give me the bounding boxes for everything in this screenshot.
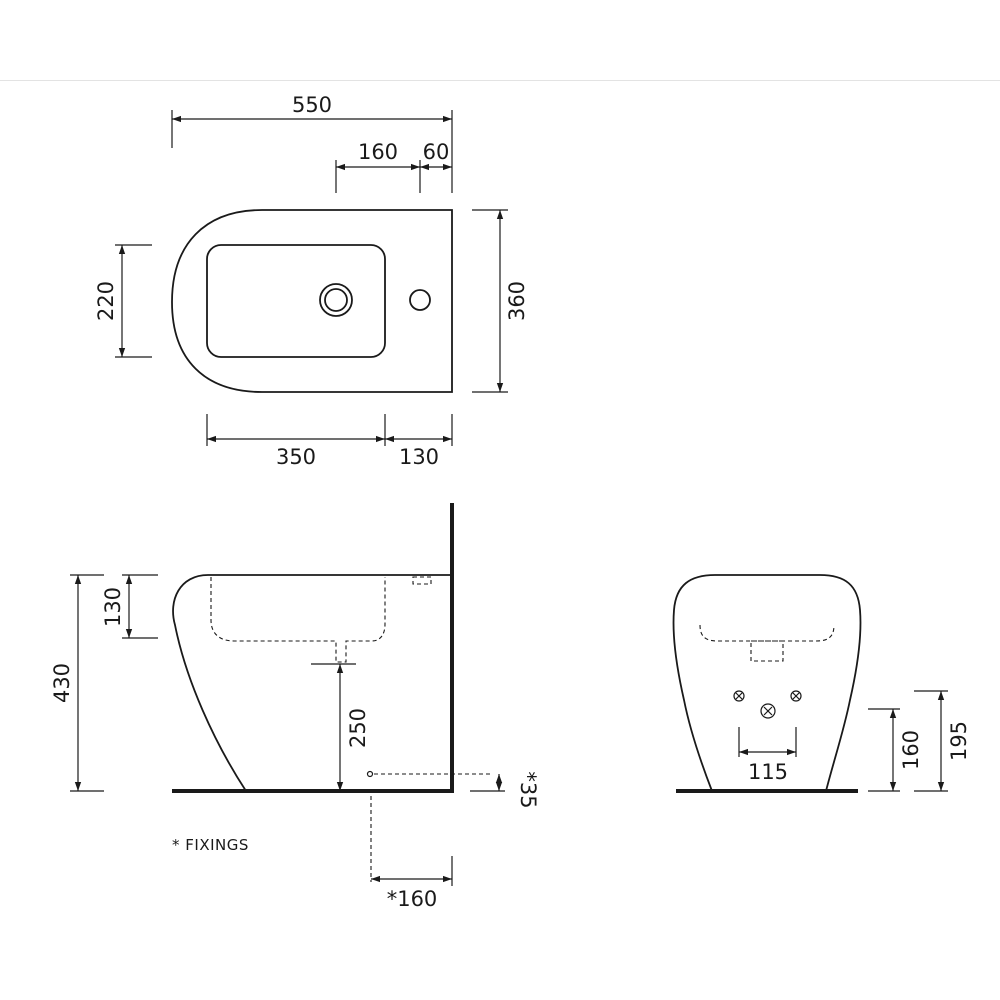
header-divider	[0, 80, 1000, 81]
front-view-waste-hidden	[750, 640, 784, 662]
side-view-outline	[172, 574, 452, 792]
dim-bowl-width: 220	[94, 281, 118, 321]
dim-overall-width: 360	[505, 281, 529, 321]
dim-overall-height: 430	[50, 663, 74, 703]
front-view-bowl-hidden	[699, 624, 835, 642]
dim-back-offset: 60	[423, 140, 450, 164]
front-view-outline	[672, 574, 862, 792]
dim-rear-deck: 130	[399, 445, 439, 469]
top-view-bowl	[206, 244, 386, 358]
top-view-outline	[171, 209, 453, 393]
right-fixing	[790, 690, 802, 702]
dim-bowl-length: 350	[276, 445, 316, 469]
center-waste-point	[760, 703, 776, 719]
dim-fixing-height-high: 195	[947, 721, 971, 761]
side-view-bowl-hidden	[210, 577, 386, 663]
top-view: 550 160 60 220 360 350 130	[94, 93, 529, 469]
dim-waste-height: 250	[346, 708, 370, 748]
dim-fixing-height: *35	[516, 771, 540, 808]
dim-overall-length: 550	[292, 93, 332, 117]
dim-tap-hole-to-back: 160	[358, 140, 398, 164]
front-view: 115 160 195	[672, 574, 971, 793]
dim-fixing-spacing: 115	[748, 760, 788, 784]
dim-bowl-depth: 130	[101, 587, 125, 627]
side-fixing-point	[366, 770, 374, 778]
left-fixing	[733, 690, 745, 702]
side-view: 130 430 250 *35 *160 * FIXINGS	[50, 503, 540, 911]
dim-fixing-offset: *160	[387, 887, 438, 911]
tap-hole	[409, 289, 431, 311]
drain-inner	[324, 288, 348, 312]
drain-outer	[319, 283, 353, 317]
side-view-tap-hidden	[412, 576, 432, 585]
fixings-note: * FIXINGS	[172, 836, 249, 854]
dim-fixing-height-low: 160	[899, 730, 923, 770]
